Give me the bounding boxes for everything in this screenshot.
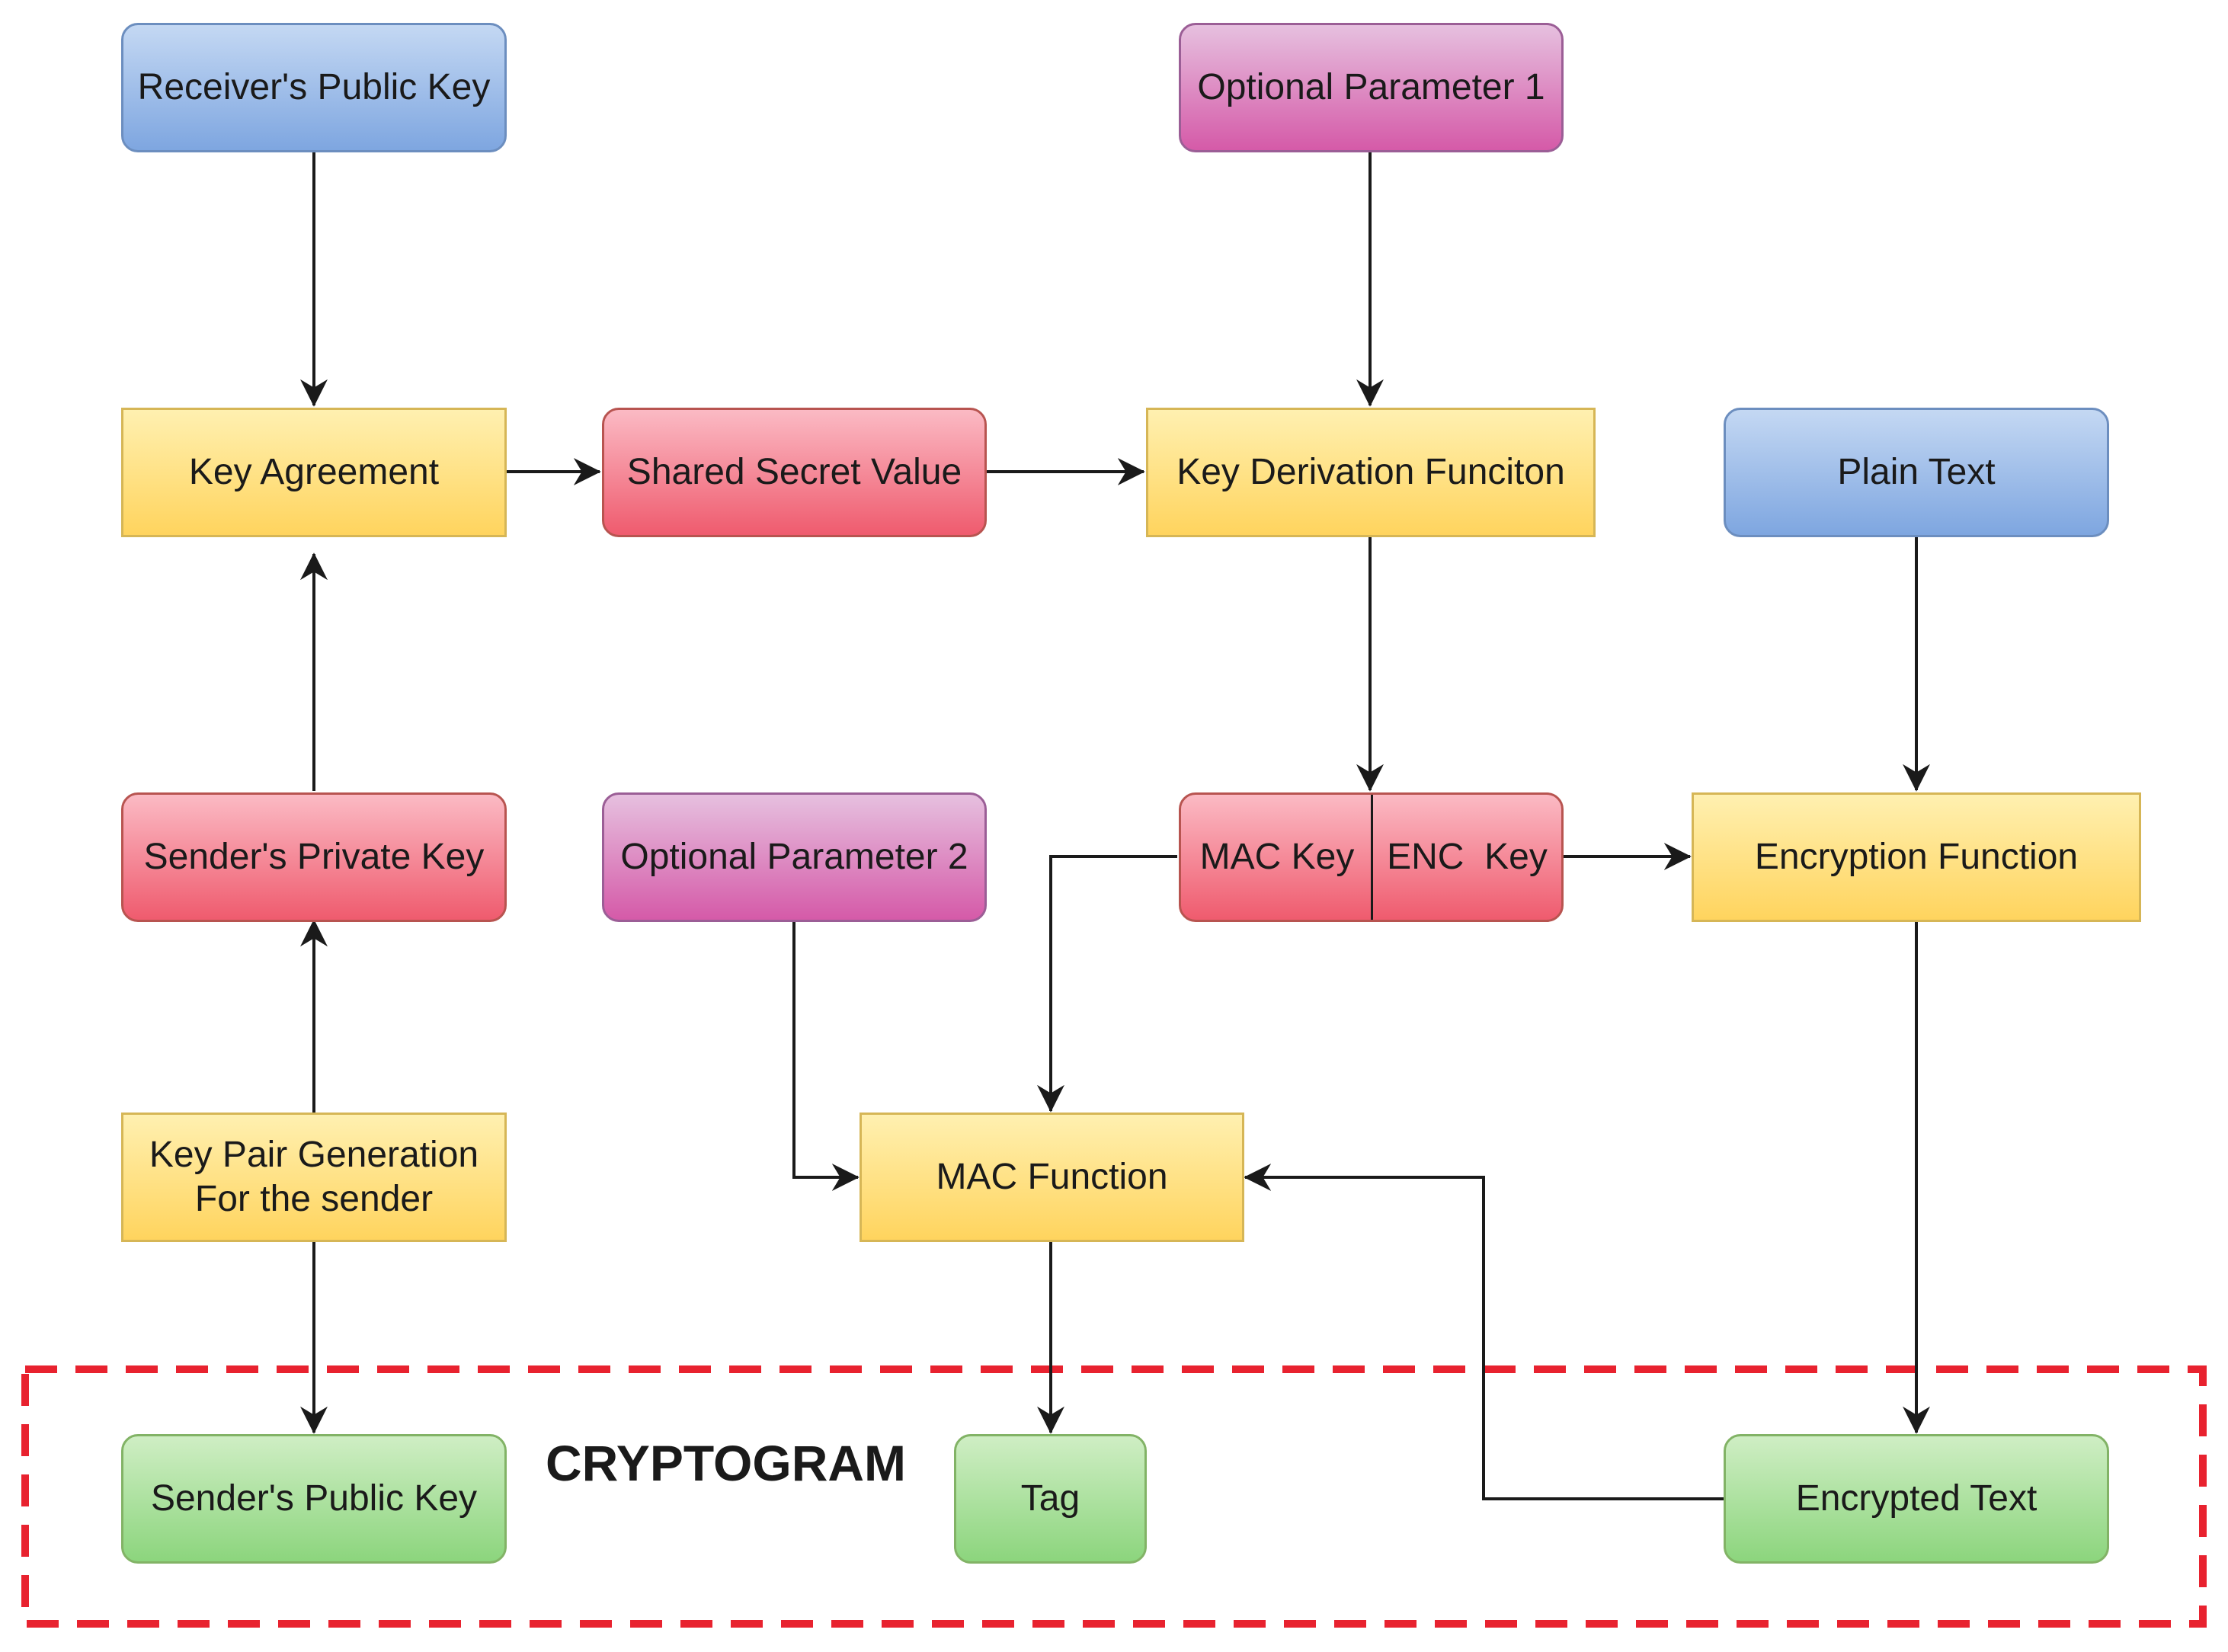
encrypted-text-label: Encrypted Text bbox=[1795, 1478, 2038, 1519]
mac-enc-key-node[interactable]: MAC Key ENC Key bbox=[1179, 792, 1564, 922]
cryptogram-region bbox=[21, 1365, 2207, 1628]
mac-key-cell[interactable]: MAC Key bbox=[1181, 795, 1373, 920]
shared-secret-value-node[interactable]: Shared Secret Value bbox=[602, 408, 987, 537]
key-pair-generation-line2: For the sender bbox=[194, 1179, 434, 1219]
senders-private-key-label: Sender's Private Key bbox=[143, 837, 485, 878]
key-derivation-function-node[interactable]: Key Derivation Funciton bbox=[1146, 408, 1596, 537]
optional-parameter-1-node[interactable]: Optional Parameter 1 bbox=[1179, 23, 1564, 152]
shared-secret-value-label: Shared Secret Value bbox=[626, 452, 962, 493]
optional-parameter-2-label: Optional Parameter 2 bbox=[620, 837, 968, 878]
key-agreement-node[interactable]: Key Agreement bbox=[121, 408, 507, 537]
optional-parameter-2-node[interactable]: Optional Parameter 2 bbox=[602, 792, 987, 922]
plain-text-label: Plain Text bbox=[1837, 452, 1996, 493]
enc-key-label: ENC Key bbox=[1387, 837, 1548, 878]
enc-key-cell[interactable]: ENC Key bbox=[1373, 795, 1561, 920]
key-divider bbox=[1371, 795, 1373, 920]
senders-public-key-label: Sender's Public Key bbox=[150, 1478, 478, 1519]
receivers-public-key-node[interactable]: Receiver's Public Key bbox=[121, 23, 507, 152]
edge-optional2-to-mac-function bbox=[792, 922, 860, 1191]
key-derivation-function-label: Key Derivation Funciton bbox=[1176, 452, 1565, 493]
tag-label: Tag bbox=[1020, 1478, 1080, 1519]
tag-node[interactable]: Tag bbox=[954, 1434, 1147, 1564]
encryption-function-node[interactable]: Encryption Function bbox=[1692, 792, 2141, 922]
plain-text-node[interactable]: Plain Text bbox=[1724, 408, 2109, 537]
encryption-function-label: Encryption Function bbox=[1754, 837, 2079, 878]
key-agreement-label: Key Agreement bbox=[188, 452, 440, 493]
senders-private-key-node[interactable]: Sender's Private Key bbox=[121, 792, 507, 922]
edge-encrypted-text-to-mac-function bbox=[1244, 1164, 1724, 1500]
key-pair-generation-node[interactable]: Key Pair Generation For the sender bbox=[121, 1113, 507, 1242]
encrypted-text-node[interactable]: Encrypted Text bbox=[1724, 1434, 2109, 1564]
edge-mac-key-to-mac-function bbox=[1037, 855, 1177, 1113]
mac-key-label: MAC Key bbox=[1199, 837, 1355, 878]
mac-function-node[interactable]: MAC Function bbox=[860, 1113, 1244, 1242]
cryptogram-label: CRYPTOGRAM bbox=[546, 1435, 907, 1491]
mac-function-label: MAC Function bbox=[936, 1157, 1168, 1198]
senders-public-key-node[interactable]: Sender's Public Key bbox=[121, 1434, 507, 1564]
optional-parameter-1-label: Optional Parameter 1 bbox=[1197, 67, 1545, 108]
receivers-public-key-label: Receiver's Public Key bbox=[137, 67, 491, 108]
key-pair-generation-line1: Key Pair Generation bbox=[149, 1135, 479, 1176]
